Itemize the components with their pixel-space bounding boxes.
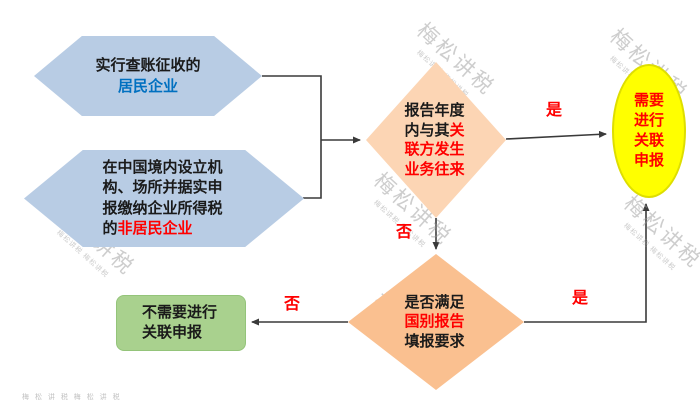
diamond1-text-black: 报告年度内与其 — [404, 102, 465, 139]
rect-no-filing: 不需要进行关联申报 — [116, 295, 246, 351]
diamond1-text-red: 关联方发生业务往来 — [404, 121, 465, 178]
hexagon-nonresident-text-black: 在中国境内设立机构、场所并据实申报缴纳企业所得税的 — [102, 159, 223, 237]
rect-no-filing-text: 不需要进行关联申报 — [142, 303, 218, 341]
ellipse-need-filing: 需要进行关联申报 — [612, 64, 686, 198]
label-yes-to-need-filing: 是 — [546, 102, 563, 119]
diamond2-text-black-2: 填报要求 — [404, 332, 465, 350]
diamond-related-transactions-text: 报告年度内与其关联方发生业务往来 — [405, 101, 468, 179]
diamond-related-transactions: 报告年度内与其关联方发生业务往来 — [366, 62, 506, 218]
label-no-cbc-to-exempt: 否 — [284, 296, 301, 313]
watermark: 梅松讲税 梅松讲税 梅松讲税 — [611, 188, 700, 283]
watermark-subtext: 梅松讲税 梅松讲税 — [622, 222, 677, 273]
diamond2-text-red: 国别报告 — [404, 313, 465, 331]
bracket-hex2-branch — [303, 140, 322, 199]
diamond2-text-black-1: 是否满足 — [404, 293, 465, 311]
diamond-cbc-report: 是否满足国别报告填报要求 — [348, 254, 524, 390]
watermark-footer: 梅 松 讲 税 梅 松 讲 税 — [22, 394, 122, 401]
label-yes-cbc-to-need-filing: 是 — [572, 290, 589, 307]
ellipse-need-filing-text: 需要进行关联申报 — [633, 91, 664, 170]
hexagon-resident-line2: 居民企业 — [117, 78, 178, 95]
bracket-hex1-branch — [262, 75, 322, 140]
hexagon-nonresident-text-red: 非居民企业 — [117, 219, 193, 237]
hexagon-resident-enterprise: 实行查账征收的 居民企业 — [34, 36, 262, 116]
diamond-cbc-report-text: 是否满足国别报告填报要求 — [405, 293, 468, 352]
watermark-text: 梅松讲税 — [619, 191, 700, 274]
hexagon-nonresident-text: 在中国境内设立机构、场所并据实申报缴纳企业所得税的非居民企业 — [103, 158, 226, 239]
hexagon-nonresident-enterprise: 在中国境内设立机构、场所并据实申报缴纳企业所得税的非居民企业 — [24, 150, 304, 247]
label-no-to-cbc: 否 — [396, 224, 413, 241]
arrow-yes-to-need-filing — [505, 130, 607, 140]
hexagon-resident-line1: 实行查账征收的 — [95, 57, 201, 74]
